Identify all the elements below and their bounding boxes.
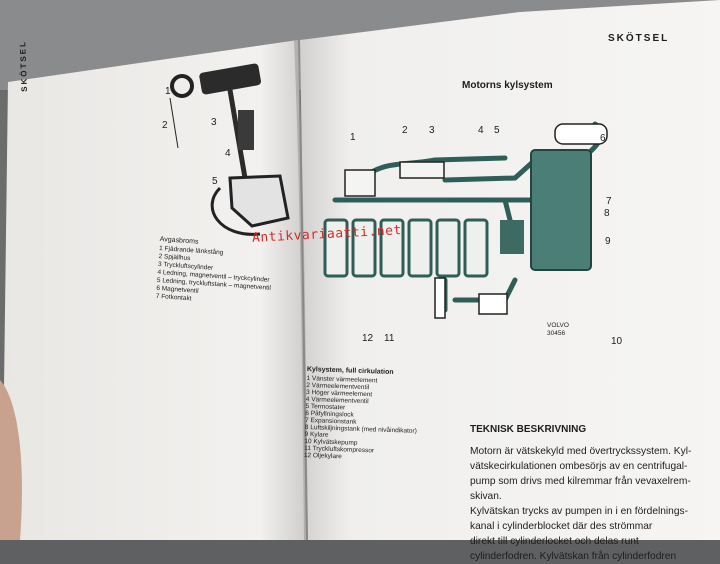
left-page: SKÖTSEL 1 2 3 4 5 Avgasbroms 1 Fjädrande…: [0, 0, 318, 540]
left-page-header: SKÖTSEL: [18, 39, 29, 92]
fig-label-3: 3: [211, 117, 217, 128]
body-line: vätskecirkulationen ombesörjs av en cent…: [470, 461, 688, 472]
cooling-system-diagram: [323, 121, 608, 319]
diagram-label-1: 1: [350, 132, 356, 143]
right-caption-item: 12 Oljekylare: [303, 451, 342, 461]
diagram-label-8: 8: [604, 208, 610, 219]
diagram-stamp-line: VOLVO: [547, 322, 569, 329]
fig-label-2: 2: [162, 120, 168, 131]
diagram-label-11: 11: [384, 333, 395, 344]
right-page-header: SKÖTSEL: [608, 33, 670, 44]
left-caption-item: 7 Fotkontakt: [155, 292, 192, 303]
diagram-label-5: 5: [494, 125, 500, 136]
diagram-label-7: 7: [606, 196, 612, 207]
fig-label-5: 5: [212, 176, 218, 187]
body-line: cylinderfodren. Kylvätskan från cylinder…: [470, 551, 677, 562]
diagram-label-2: 2: [402, 125, 408, 136]
right-page-title: Motorns kylsystem: [462, 80, 553, 91]
body-line: Kylvätskan trycks av pumpen in i en förd…: [470, 506, 689, 517]
body-line: Motorn är vätskekyld med övertryckssyste…: [470, 446, 692, 457]
diagram-label-9: 9: [605, 236, 611, 247]
section-title: TEKNISK BESKRIVNING: [470, 424, 587, 435]
diagram-stamp-line: 30456: [547, 330, 566, 337]
booklet-photo: [0, 0, 720, 540]
body-line: pump som drivs med kilremmar från vevaxe…: [470, 476, 691, 487]
diagram-label-10: 10: [611, 336, 623, 347]
diagram-label-6: 6: [600, 133, 606, 144]
body-line: skivan.: [470, 491, 502, 502]
exhaust-brake-illustration: [169, 63, 290, 236]
right-page: SKÖTSEL Motorns kylsystem: [300, 0, 720, 540]
diagram-label-12: 12: [362, 333, 374, 344]
fig-label-1: 1: [165, 86, 171, 97]
diagram-label-3: 3: [429, 125, 435, 136]
diagram-label-4: 4: [478, 125, 484, 136]
body-line: direkt till cylinderlocket och delas run…: [470, 536, 639, 547]
body-line: kanal i cylinderblocket där des strömmar: [470, 521, 653, 532]
fig-label-4: 4: [225, 148, 231, 159]
